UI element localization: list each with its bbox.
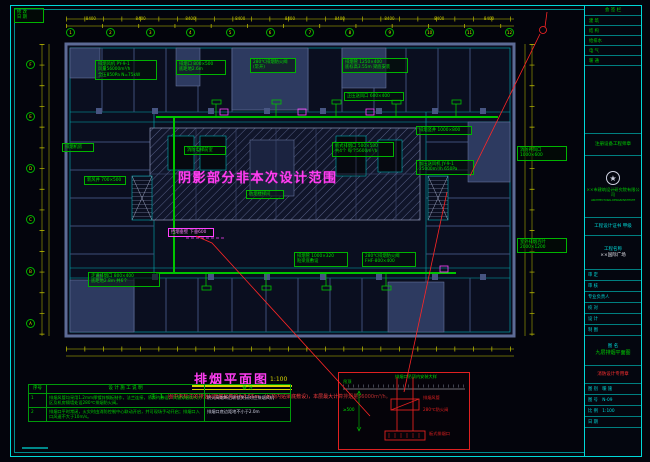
scope-note: 阴影部分非本次设计范围 bbox=[178, 171, 338, 186]
detail-label-damper: 280℃防火阀 bbox=[423, 407, 449, 412]
grid-bubble: B bbox=[26, 267, 35, 277]
notes-cell: 排烟口平时常闭，火灾时由消防控制中心联动开启，并可现场手动开启；排烟口入口风速不… bbox=[46, 406, 205, 422]
signoff-row: 结 构 bbox=[585, 26, 641, 36]
notes-cell: 排烟口底边距地不小于2.0m bbox=[204, 406, 291, 422]
approval-row: 审 核 bbox=[585, 281, 641, 292]
approval-row: 制 图 bbox=[585, 325, 641, 336]
grid-bubble: 9 bbox=[385, 28, 395, 37]
dimension-text: 8400 bbox=[85, 16, 96, 21]
drawing-name-label: 图 名 bbox=[607, 344, 619, 350]
plan-canvas bbox=[39, 16, 535, 357]
grid-bubble: C bbox=[26, 215, 35, 225]
notes-cell: 2 bbox=[28, 406, 47, 422]
registration-stamp-note: 注册设备工程师章 bbox=[585, 134, 641, 156]
notes-cell: 排烟风管均采用1.2mm厚镀锌钢板制作，法兰连接，吊顶内敷设；风管穿越防火分区及… bbox=[46, 392, 205, 408]
grid-bubble: 3 bbox=[145, 28, 155, 37]
grid-bubble: 10 bbox=[425, 28, 435, 37]
detail-dim: ≥500 bbox=[343, 407, 355, 412]
detail-label-duct: 排烟风管 bbox=[423, 395, 440, 400]
notes-header-remark: 备 注 bbox=[204, 384, 291, 394]
meta-row: 日 期 bbox=[585, 417, 641, 428]
institute-logo-icon: ★ bbox=[606, 170, 620, 185]
meta-row: 比 例 1:100 bbox=[585, 406, 641, 417]
approval-row: 专业负责人 bbox=[585, 292, 641, 303]
approval-row: 设 计 bbox=[585, 314, 641, 325]
detail-label-ceiling: 吊顶 bbox=[343, 379, 352, 384]
grid-bubble: A bbox=[26, 318, 35, 328]
drawing-scale: 1:100 bbox=[270, 376, 288, 383]
meta-row: 图 号 N-09 bbox=[585, 395, 641, 406]
dimension-text: 8400 bbox=[284, 16, 296, 21]
approval-row: 校 对 bbox=[585, 303, 641, 314]
grid-bubble: 2 bbox=[105, 28, 115, 37]
drawing-name-section: 图 名 九层排烟平面图 bbox=[585, 336, 641, 366]
certificate: 工程设计证书 甲级 bbox=[585, 218, 641, 236]
title-block: 会 签 栏 建 筑结 构给排水电 气暖 通 注册设备工程师章 ★ ××市建筑设计… bbox=[584, 6, 641, 456]
grid-bubble: F bbox=[26, 60, 35, 69]
fire-approval-stamp: 消防设计专用章 bbox=[585, 366, 641, 384]
stamp-area bbox=[585, 66, 641, 134]
detail-linework bbox=[343, 377, 465, 441]
grid-bubble: 12 bbox=[504, 28, 514, 37]
grid-bubble: D bbox=[26, 163, 35, 173]
notes-header-desc: 设 计 施 工 说 明 bbox=[46, 384, 205, 394]
institute-name-en: ARCHITECTURAL DESIGN INSTITUTE bbox=[590, 197, 636, 202]
detail-label-vent: 板式排烟口 bbox=[429, 431, 450, 436]
drawing-name: 九层排烟平面图 bbox=[595, 350, 631, 357]
grid-bubble: 11 bbox=[465, 28, 475, 37]
approval-row: 审 定 bbox=[585, 270, 641, 281]
detail-drawing: 排烟口吊顶内安装大样 吊顶 排烟风管 280℃防火阀 板式排烟口 ≥500 bbox=[338, 372, 470, 450]
titleblock-filler bbox=[585, 428, 641, 456]
plot-stamp bbox=[22, 447, 48, 449]
institute-name: ××市建筑设计研究院有限公司 bbox=[586, 186, 640, 197]
institute-section: ★ ××市建筑设计研究院有限公司 ARCHITECTURAL DESIGN IN… bbox=[585, 156, 641, 218]
dimension-text: 8400 bbox=[185, 16, 196, 21]
grid-bubble: 8 bbox=[345, 28, 355, 37]
signoff-row: 建 筑 bbox=[585, 16, 641, 26]
detail-title: 排烟口吊顶内安装大样 bbox=[395, 374, 437, 379]
grid-bubble: 5 bbox=[225, 28, 235, 37]
grid-bubble: 6 bbox=[265, 28, 275, 37]
signoff-row: 给排水 bbox=[585, 36, 641, 46]
dimension-text: 8400 bbox=[384, 16, 395, 21]
grid-bubble: E bbox=[26, 111, 35, 121]
dimension-text: 8400 bbox=[235, 16, 246, 21]
signoff-title: 会 签 栏 bbox=[585, 6, 641, 16]
signoff-table: 建 筑结 构给排水电 气暖 通 bbox=[585, 16, 641, 66]
dimension-text: 8400 bbox=[434, 16, 445, 21]
notes-cell: 1 bbox=[28, 392, 47, 408]
dimension-values: 8400 8400 8400 8400 8400 8400 8400 8400 8400 bbox=[66, 17, 514, 21]
meta-row: 图 别 暖 施 bbox=[585, 384, 641, 395]
grid-bubble: 7 bbox=[305, 28, 315, 37]
dimension-text: 8400 bbox=[135, 16, 146, 21]
grid-axis-left: F E D C B A bbox=[26, 60, 35, 328]
project-label: 工程名称 bbox=[604, 246, 622, 252]
project-name: ××国际广场 bbox=[600, 252, 626, 258]
project-section: 工程名称 ××国际广场 bbox=[585, 236, 641, 270]
grid-bubble: 1 bbox=[66, 28, 75, 37]
notes-cell: 防火阀熔断后联锁关闭对应排烟风机 bbox=[204, 392, 291, 408]
signoff-row: 暖 通 bbox=[585, 56, 641, 66]
grid-bubble: 4 bbox=[185, 28, 195, 37]
notes-header-no: 序号 bbox=[28, 384, 47, 394]
approval-table: 审 定审 核专业负责人校 对设 计制 图 bbox=[585, 270, 641, 336]
notes-table: 序号 设 计 施 工 说 明 备 注 1 排烟风管均采用1.2mm厚镀锌钢板制作… bbox=[28, 384, 291, 422]
dimension-text: 8400 bbox=[483, 16, 495, 21]
dimension-text: 8400 bbox=[334, 16, 345, 21]
signoff-row: 电 气 bbox=[585, 46, 641, 56]
